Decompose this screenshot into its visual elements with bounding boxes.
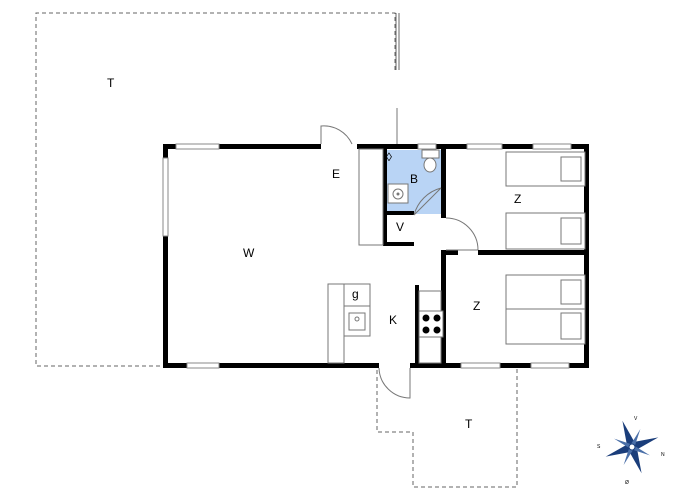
bedroom-door-1 [445, 217, 479, 251]
room-label-bedroom-1: Z [514, 192, 521, 206]
room-label-freezer: g [352, 287, 359, 301]
compass-east-label: Ø [625, 480, 629, 486]
bed-lower-1 [505, 274, 586, 310]
bed-upper-2 [505, 212, 586, 250]
room-label-storage: V [396, 220, 404, 234]
entrance-wardrobe [358, 148, 384, 246]
room-label-entrance: E [332, 167, 340, 181]
room-label-bathroom: B [410, 172, 418, 186]
compass-west-label: V [634, 416, 638, 422]
terrace-top-outline [35, 12, 400, 367]
bathroom-fixtures: ◊ [386, 149, 440, 204]
room-label-living: W [243, 246, 255, 260]
bathroom-door [413, 187, 442, 216]
stove-icon [422, 314, 441, 334]
terrace-bottom-outline [376, 367, 518, 488]
bed-upper-1 [505, 151, 586, 187]
room-label-terrace-top: T [107, 76, 115, 90]
compass-north-label: N [661, 452, 665, 458]
compass-south-label: S [597, 444, 601, 450]
bed-lower-2 [505, 308, 586, 345]
interior-walls [383, 144, 589, 368]
windows [162, 143, 572, 369]
room-label-bedroom-2: Z [473, 299, 480, 313]
room-label-terrace-bottom: T [465, 417, 473, 431]
room-label-kitchen: K [389, 313, 397, 327]
entrance-door [320, 125, 353, 145]
kitchen-counter [327, 283, 444, 364]
compass-rose-icon [605, 420, 659, 474]
svg-text:◊: ◊ [386, 150, 392, 164]
terrace-door [378, 367, 411, 399]
